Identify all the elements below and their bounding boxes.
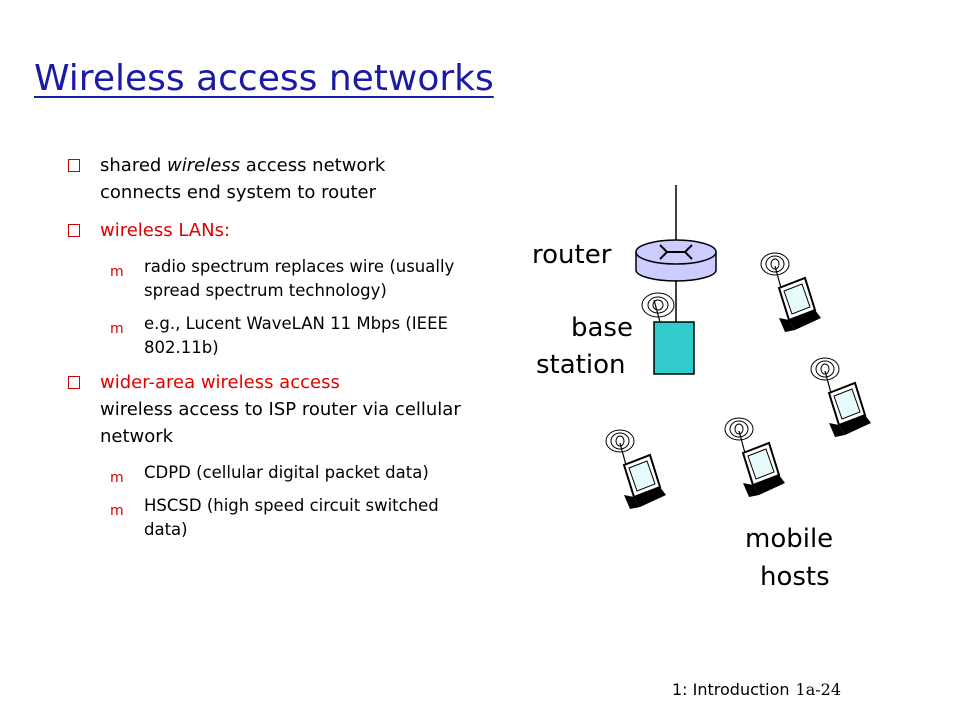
bullet-wider-area: wider-area wireless access wireless acce…: [68, 369, 465, 450]
laptop-icon: [760, 252, 822, 333]
mobile-hosts-label-line2: hosts: [760, 562, 830, 592]
subbullet-wavelan: m e.g., Lucent WaveLAN 11 Mbps (IEEE 802…: [70, 312, 465, 360]
footer-page-number: 1a-24: [795, 680, 842, 699]
subbullet-radio-spectrum: m radio spectrum replaces wire (usually …: [70, 255, 465, 303]
laptop-icon: [605, 429, 667, 510]
base-station-label-line2: station: [536, 350, 626, 380]
router-icon: [635, 239, 717, 282]
footer-chapter: 1: Introduction: [672, 680, 790, 699]
bullet-text: wireless access to ISP router via cellul…: [100, 399, 461, 447]
subbullet-marker: m: [110, 470, 124, 486]
subbullet-text: HSCSD (high speed circuit switched data): [144, 496, 439, 539]
subbullet-text: CDPD (cellular digital packet data): [144, 463, 429, 482]
base-station-icon: [641, 292, 695, 375]
bullet-text: wireless LANs:: [100, 220, 231, 241]
base-station-label-line1: base: [571, 313, 633, 343]
subbullet-marker: m: [110, 264, 124, 280]
bullet-text: shared: [100, 155, 168, 176]
router-label: router: [532, 240, 612, 270]
bullet-marker: [68, 224, 80, 237]
bullet-text-red: wider-area wireless access: [100, 372, 340, 393]
laptop-icon: [724, 417, 786, 498]
bullet-shared-wireless: shared wireless access network connects …: [68, 152, 465, 206]
subbullet-text: e.g., Lucent WaveLAN 11 Mbps (IEEE 802.1…: [144, 314, 448, 357]
subbullet-text: radio spectrum replaces wire (usually sp…: [144, 257, 455, 300]
bullet-marker: [68, 376, 80, 389]
mobile-hosts-label-line1: mobile: [745, 524, 834, 554]
bullet-emphasis: wireless: [167, 155, 241, 176]
subbullet-cdpd: m CDPD (cellular digital packet data): [70, 461, 465, 486]
laptop-icon: [810, 357, 872, 438]
slide-footer: 1: Introduction 1a-24: [672, 680, 841, 699]
slide-title: Wireless access networks: [34, 58, 494, 99]
subbullet-marker: m: [110, 321, 124, 337]
bullet-list: shared wireless access network connects …: [68, 152, 465, 551]
subbullet-hscsd: m HSCSD (high speed circuit switched dat…: [70, 494, 465, 542]
subbullet-marker: m: [110, 503, 124, 519]
bullet-marker: [68, 159, 80, 172]
bullet-wireless-lans: wireless LANs:: [68, 217, 465, 244]
bullet-text: access network connects end system to ro…: [100, 155, 386, 203]
